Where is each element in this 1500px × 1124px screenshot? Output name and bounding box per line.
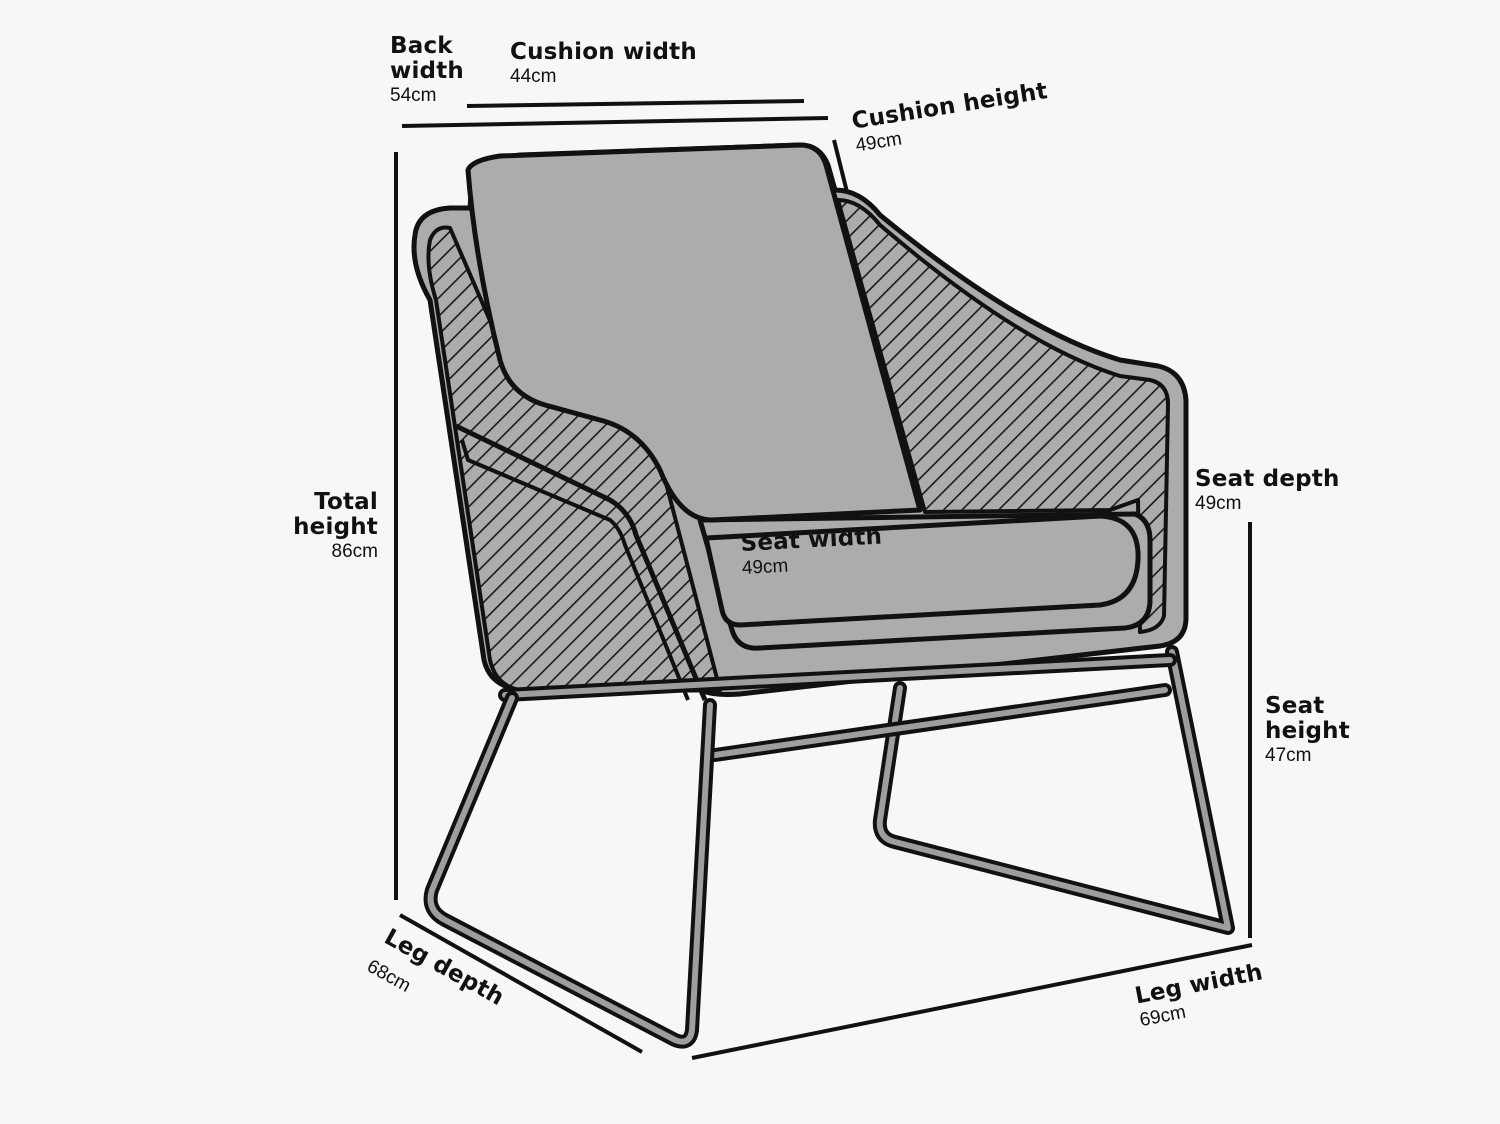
total-height-title-line1: Total	[314, 489, 378, 515]
seat-depth-value: 49cm	[1195, 492, 1242, 514]
back-width-title-line2: width	[390, 57, 464, 84]
chair-legs-front	[423, 653, 1177, 1049]
seat-cushion	[703, 513, 1141, 628]
seat-height-title-line2: height	[1265, 717, 1350, 744]
cushion-width-label: Cushion width 44cm	[510, 40, 697, 87]
total-height-title-line2: height	[293, 513, 378, 540]
back-width-value: 54cm	[390, 84, 437, 106]
total-height-label: Total height 86cm	[290, 490, 378, 562]
seat-width-label: Seat width 49cm	[740, 524, 884, 580]
chair-legs-back	[872, 645, 1235, 935]
back-cushion	[465, 142, 923, 523]
seat-depth-title: Seat depth	[1195, 466, 1340, 492]
cushion-width-value: 44cm	[510, 65, 557, 87]
back-width-label: Back width 54cm	[390, 34, 464, 106]
seat-height-title-line1: Seat	[1265, 693, 1325, 719]
seat-height-value: 47cm	[1265, 744, 1312, 766]
cushion-width-title: Cushion width	[510, 39, 697, 65]
back-width-title-line1: Back	[390, 33, 453, 59]
seat-depth-label: Seat depth 49cm	[1195, 467, 1340, 514]
seat-height-label: Seat height 47cm	[1265, 694, 1350, 766]
total-height-value: 86cm	[331, 540, 378, 562]
